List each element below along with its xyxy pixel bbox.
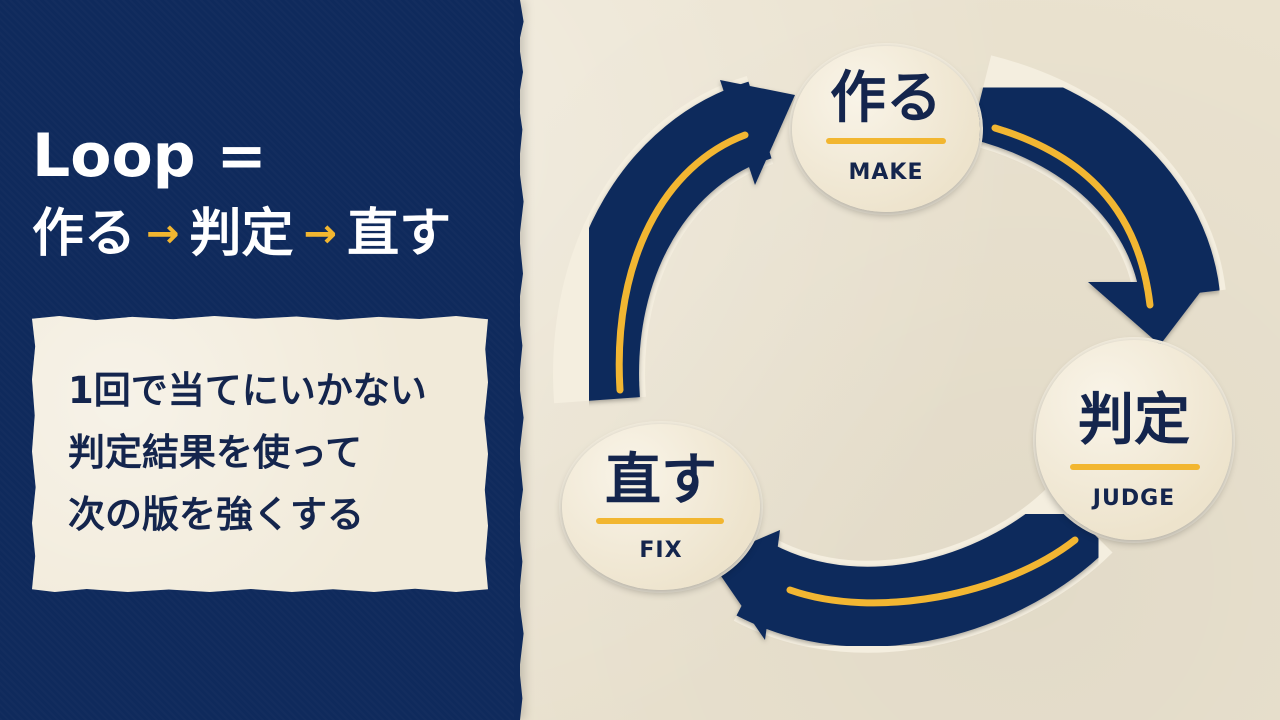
cycle-node-make: 作る MAKE	[792, 46, 980, 212]
cycle-arrow-fix-to-make	[559, 80, 795, 403]
cycle-node-fix: 直す FIX	[562, 424, 760, 590]
underline-accent	[596, 518, 724, 524]
underline-accent	[1070, 464, 1200, 470]
note-text: 1回で当てにいかない 判定結果を使って 次の版を強くする	[68, 360, 427, 546]
node-label-en: MAKE	[848, 160, 924, 185]
note-card: 1回で当てにいかない 判定結果を使って 次の版を強くする	[32, 316, 488, 592]
cycle-node-judge: 判定 JUDGE	[1036, 340, 1232, 540]
arrow-right-icon: →	[303, 211, 338, 257]
node-label-en: JUDGE	[1092, 486, 1176, 511]
headline: Loop = 作る→判定→直す	[32, 118, 451, 278]
node-label-jp: 判定	[1078, 388, 1190, 453]
arrow-right-icon: →	[146, 211, 180, 257]
cycle-arrows	[553, 55, 1226, 653]
note-line: 判定結果を使って	[68, 431, 363, 474]
headline-step-judge: 判定	[189, 204, 294, 264]
node-label-en: FIX	[639, 538, 683, 563]
note-line: 1回で当てにいかない	[68, 369, 427, 412]
left-panel: Loop = 作る→判定→直す 1回で当てにいかない 判定結果を使って 次の版を…	[0, 0, 520, 720]
underline-accent	[826, 138, 946, 144]
note-line: 次の版を強くする	[68, 493, 364, 536]
cycle-arrow-judge-to-fix	[710, 491, 1109, 647]
headline-line1: Loop =	[32, 121, 267, 191]
node-label-jp: 直す	[605, 448, 717, 513]
node-label-jp: 作る	[830, 66, 942, 131]
headline-step-make: 作る	[32, 204, 137, 264]
headline-line2: 作る→判定→直す	[32, 194, 451, 278]
headline-step-fix: 直す	[347, 204, 452, 264]
cycle-arrow-make-to-judge	[969, 61, 1220, 345]
